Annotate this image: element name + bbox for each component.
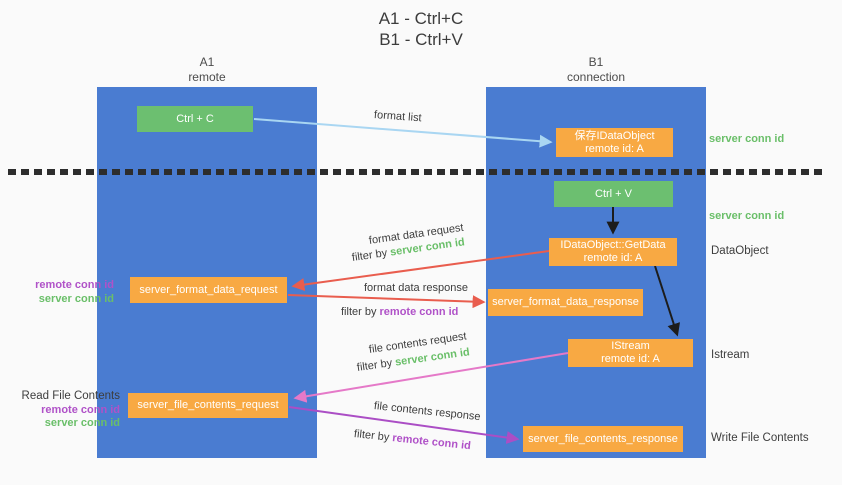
node-server-format-data-request: server_format_data_request [130,277,287,303]
side-label-write-file-contents: Write File Contents [711,432,809,444]
edge-label-format-list: format list [373,109,422,125]
remote-conn-id-text: remote conn id [379,306,459,318]
node-server-format-data-request-label: server_format_data_request [139,283,278,296]
column-a1-subtitle: remote [188,70,226,84]
format-data-response-arrow [287,294,486,309]
filter-by-text: filter by [351,247,388,264]
edge-label-format-data-response: format data response [364,282,468,294]
node-server-format-data-response-label: server_format_data_response [492,296,639,308]
node-istream-line2: remote id: A [601,353,660,365]
side-label-remote-conn-id-format: remote conn id [35,279,114,291]
node-server-file-contents-request: server_file_contents_request [128,393,288,418]
filter-by-text: filter by [356,357,393,374]
diagram-title: A1 - Ctrl+C B1 - Ctrl+V [0,8,842,50]
node-save-dataobject: 保存IDataObject remote id: A [556,128,673,157]
column-b1-subtitle: connection [566,70,626,84]
node-getdata-line1: IDataObject::GetData [560,239,666,251]
side-label-istream: Istream [711,349,750,361]
copy-paste-separator-line [8,169,824,175]
remote-conn-id-text: remote conn id [391,432,472,453]
node-ctrl-c: Ctrl + C [137,106,253,132]
node-getdata: IDataObject::GetData remote id: A [549,238,677,266]
node-ctrl-v-label: Ctrl + V [595,187,632,200]
node-server-file-contents-request-label: server_file_contents_request [137,399,279,411]
node-ctrl-c-label: Ctrl + C [176,112,214,125]
side-label-remote-conn-id-file: remote conn id [41,403,120,416]
node-server-file-contents-response-label: server_file_contents_response [528,432,678,445]
side-label-read-file-contents: Read File Contents [21,390,120,402]
node-ctrl-v: Ctrl + V [554,181,673,207]
side-label-server-conn-id-mid: server conn id [709,210,785,222]
node-server-format-data-response: server_format_data_response [488,289,643,316]
edge-label-filter-remote-conn-id-format: filter by remote conn id [341,306,458,318]
title-line-a1: A1 - Ctrl+C [378,9,464,28]
node-save-dataobject-line1: 保存IDataObject [574,129,655,142]
node-istream-line1: IStream [611,340,650,352]
edge-label-file-contents-response: file contents response [373,400,482,424]
node-server-file-contents-response: server_file_contents_response [523,426,683,452]
side-label-group-format-conn-ids: remote conn id server conn id [10,279,114,306]
side-label-server-conn-id-top: server conn id [709,133,785,145]
edge-label-filter-remote-conn-id-file: filter by remote conn id [353,428,471,452]
node-istream: IStream remote id: A [568,339,693,367]
node-getdata-line2: remote id: A [583,252,643,264]
filter-by-text: filter by [353,428,390,444]
side-label-dataobject: DataObject [711,245,769,257]
node-save-dataobject-line2: remote id: A [585,142,644,155]
side-label-group-file-conn-ids: Read File Contents remote conn id server… [6,390,120,431]
column-b1-name: B1 [588,55,604,69]
column-header-a1: A1 remote [97,55,317,85]
title-line-b1: B1 - Ctrl+V [379,30,463,49]
side-label-server-conn-id-file: server conn id [44,417,120,429]
side-label-server-conn-id-format: server conn id [38,292,114,305]
column-header-b1: B1 connection [486,55,706,85]
column-a1-name: A1 [199,55,215,69]
filter-by-text: filter by [341,306,377,318]
